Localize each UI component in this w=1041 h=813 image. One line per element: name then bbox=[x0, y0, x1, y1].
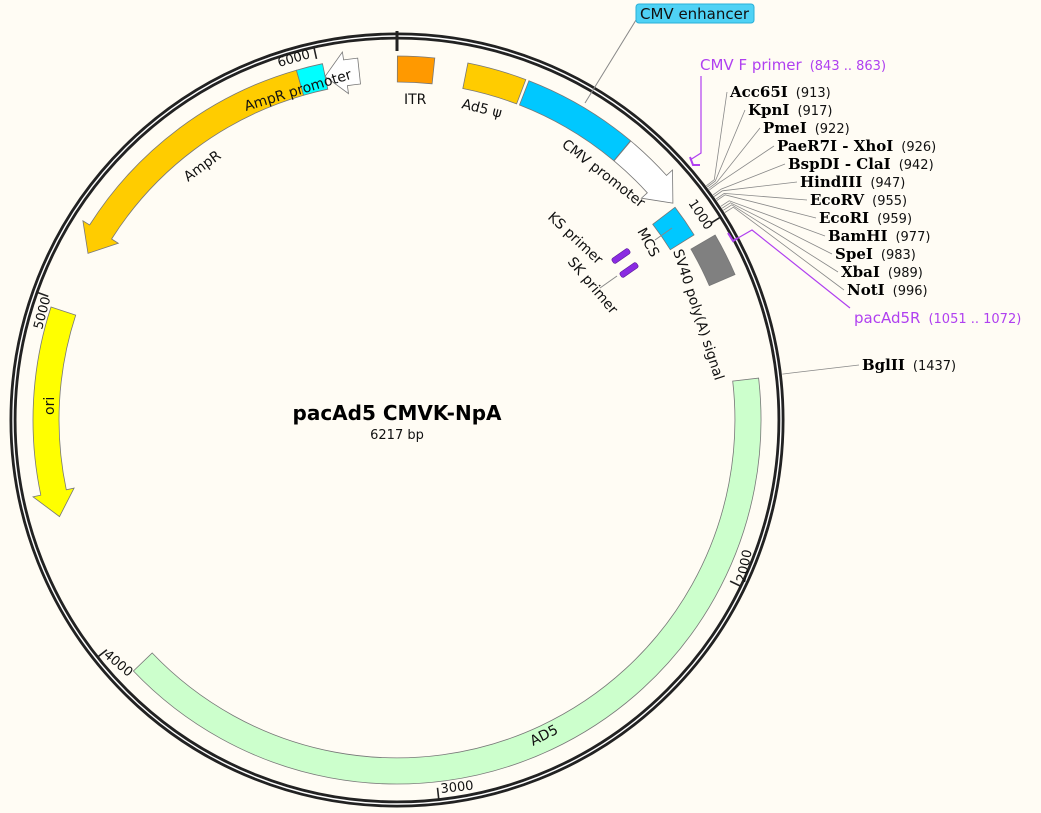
enzyme-position: (917) bbox=[797, 104, 832, 119]
enzyme-label-ecori[interactable]: EcoRI (959) bbox=[819, 209, 912, 227]
cmv-f-primer-mark bbox=[689, 156, 700, 166]
tick-layer bbox=[37, 31, 741, 799]
enzyme-position: (983) bbox=[881, 248, 916, 263]
plasmid-title: pacAd5 CMVK-NpA bbox=[293, 401, 503, 425]
tick-mark bbox=[97, 649, 108, 658]
feature-ampr-promoter[interactable] bbox=[295, 63, 329, 96]
enzyme-label-spei[interactable]: SpeI (983) bbox=[835, 245, 916, 263]
feature-itr[interactable] bbox=[396, 55, 436, 85]
enzyme-label-paer7i-xhoi[interactable]: PaeR7I - XhoI (926) bbox=[777, 137, 936, 155]
enzyme-leader-line bbox=[713, 181, 798, 197]
tick-mark bbox=[729, 580, 741, 587]
enzyme-leader-line bbox=[721, 202, 833, 255]
enzyme-name: NotI bbox=[847, 281, 885, 299]
features-layer bbox=[32, 50, 762, 785]
enzyme-label-bglii[interactable]: BglII (1437) bbox=[862, 356, 956, 374]
enzyme-position: (926) bbox=[901, 140, 936, 155]
enzyme-label-bamhi[interactable]: BamHI (977) bbox=[828, 227, 930, 245]
primer-label-pacad5r: pacAd5R(1051 .. 1072) bbox=[854, 309, 1021, 327]
enzyme-leader-line bbox=[723, 204, 839, 273]
tick-mark bbox=[37, 291, 49, 298]
enzyme-label-bspdi-clai[interactable]: BspDI - ClaI (942) bbox=[788, 155, 934, 173]
enzyme-label-noti[interactable]: NotI (996) bbox=[847, 281, 928, 299]
enzyme-leader-line bbox=[707, 109, 746, 188]
enzyme-name: HindIII bbox=[800, 173, 862, 191]
tick-label-2000: 2000 bbox=[734, 548, 756, 583]
feature-ampr-promoter-arrow[interactable] bbox=[324, 50, 361, 95]
enzyme-position: (959) bbox=[877, 212, 912, 227]
pacad5r-primer-mark bbox=[727, 232, 739, 243]
enzyme-position: (913) bbox=[796, 86, 831, 101]
enzyme-leader-line bbox=[716, 194, 817, 219]
enzyme-name: BspDI - ClaI bbox=[788, 155, 891, 173]
enzyme-name: KpnI bbox=[748, 101, 789, 119]
mcs-leader-line bbox=[654, 227, 673, 241]
enzyme-leader-line bbox=[706, 91, 728, 187]
feature-label-cmv-enhancer: CMV enhancer bbox=[640, 5, 750, 23]
feature-mcs[interactable] bbox=[652, 206, 695, 251]
enzyme-position: (977) bbox=[895, 230, 930, 245]
plasmid-length: 6217 bp bbox=[370, 428, 424, 443]
ks-primer-arrow bbox=[611, 248, 631, 264]
feature-ad5-[interactable] bbox=[462, 62, 527, 105]
enzyme-name: EcoRI bbox=[819, 209, 869, 227]
enzyme-position: (989) bbox=[888, 266, 923, 281]
enzyme-name: Acc65I bbox=[729, 83, 788, 101]
enzyme-leader-line bbox=[724, 206, 845, 291]
enzyme-leader-line bbox=[708, 127, 761, 189]
enzyme-label-pmei[interactable]: PmeI (922) bbox=[763, 119, 850, 137]
enzyme-leader-line bbox=[720, 200, 826, 237]
cmv-f-primer-leader bbox=[689, 76, 702, 161]
enzyme-leader-line bbox=[709, 145, 775, 191]
cmv-enhancer-leader-line bbox=[584, 19, 637, 104]
feature-label-ad5-psi: Ad5 ψ bbox=[460, 96, 503, 121]
enzyme-name: EcoRV bbox=[810, 191, 865, 209]
feature-ampr[interactable] bbox=[82, 69, 305, 254]
enzyme-name: SpeI bbox=[835, 245, 873, 263]
feature-ad5[interactable] bbox=[132, 377, 762, 785]
enzyme-position: (922) bbox=[815, 122, 850, 137]
feature-label-ori: ori bbox=[42, 397, 58, 415]
enzyme-position: (1437) bbox=[913, 359, 956, 374]
enzyme-name: BglII bbox=[862, 356, 905, 374]
enzyme-leader-line bbox=[712, 163, 786, 196]
enzyme-position: (996) bbox=[893, 284, 928, 299]
enzyme-position: (947) bbox=[870, 176, 905, 191]
enzyme-name: XbaI bbox=[841, 263, 880, 281]
sk-primer-leader bbox=[599, 275, 618, 289]
sk-primer-arrow bbox=[619, 262, 639, 278]
pacad5r-primer-leader bbox=[737, 229, 851, 309]
enzyme-leader-line bbox=[782, 364, 860, 375]
tick-mark bbox=[710, 216, 721, 225]
enzyme-layer: Acc65I (913) KpnI (917)PmeI (922)PaeR7I - Xh… bbox=[706, 83, 956, 375]
feature-label-itr: ITR bbox=[404, 92, 427, 108]
tick-mark bbox=[313, 47, 318, 60]
primer-label-cmv-f: CMV F primer(843 .. 863) bbox=[700, 56, 886, 74]
feature-sv40-poly-a-signal[interactable] bbox=[690, 234, 736, 287]
enzyme-position: (955) bbox=[872, 194, 907, 209]
enzyme-label-xbai[interactable]: XbaI (989) bbox=[841, 263, 923, 281]
enzyme-label-ecorv[interactable]: EcoRV (955) bbox=[810, 191, 907, 209]
feature-cmv-promoter[interactable] bbox=[613, 140, 674, 204]
enzyme-name: PaeR7I - XhoI bbox=[777, 137, 893, 155]
enzyme-label-kpni[interactable]: KpnI (917) bbox=[748, 101, 832, 119]
tick-mark bbox=[436, 787, 440, 799]
enzyme-position: (942) bbox=[899, 158, 934, 173]
enzyme-name: PmeI bbox=[763, 119, 807, 137]
enzyme-leader-line bbox=[715, 192, 808, 201]
enzyme-label-hindiii[interactable]: HindIII (947) bbox=[800, 173, 905, 191]
tick-label-3000: 3000 bbox=[440, 779, 474, 797]
cmv-enhancer-label-box bbox=[635, 3, 755, 24]
feature-ori[interactable] bbox=[32, 306, 77, 518]
enzyme-name: BamHI bbox=[828, 227, 887, 245]
enzyme-label-acc65i[interactable]: Acc65I (913) bbox=[729, 83, 831, 101]
